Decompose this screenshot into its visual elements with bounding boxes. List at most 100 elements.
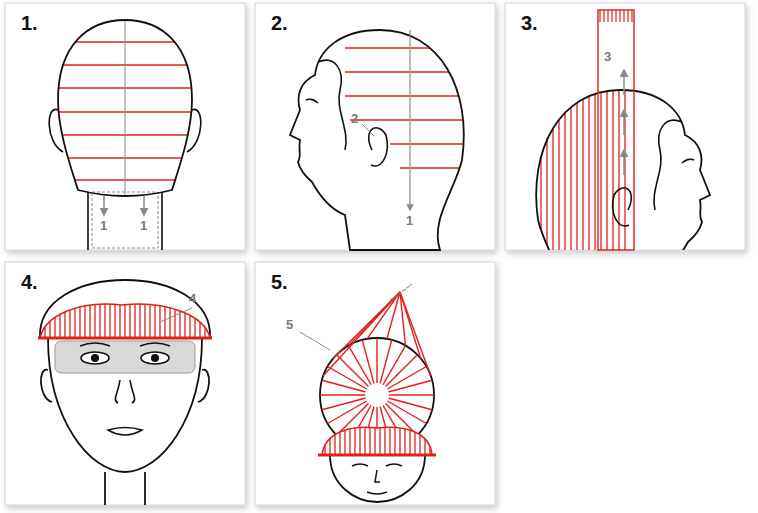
section-line (599, 10, 600, 22)
section-line (576, 80, 577, 250)
elevation-line (349, 292, 401, 346)
section-line (612, 80, 613, 250)
elevation-line (387, 292, 400, 339)
section-line (623, 10, 624, 22)
section-line (350, 119, 480, 121)
section-line (611, 10, 612, 22)
step-panel: 2. (255, 3, 495, 250)
elevation-line (323, 292, 400, 376)
section-line (606, 80, 607, 250)
section-line (600, 80, 601, 250)
section-line (404, 420, 405, 456)
section-line (114, 295, 115, 340)
section-line (619, 10, 620, 22)
step-panel: 5. (255, 262, 495, 505)
step-number: 2. (255, 3, 288, 33)
section-line (615, 10, 616, 22)
section-line (570, 80, 571, 250)
section-line (409, 420, 410, 456)
callout-number: 2 (351, 112, 358, 125)
section-line (184, 295, 185, 340)
section-line (354, 420, 355, 456)
section-line (627, 10, 628, 22)
section-line (49, 295, 50, 340)
section-line (399, 420, 400, 456)
section-line (400, 167, 480, 169)
section-line (134, 295, 135, 340)
section-line (79, 295, 80, 340)
section-line (419, 420, 420, 456)
section-line (344, 420, 345, 456)
section-line (89, 295, 90, 340)
section-line (594, 80, 595, 250)
section-line (139, 295, 140, 340)
section-line (582, 80, 583, 250)
section-line (74, 295, 75, 340)
section-line (364, 420, 365, 456)
section-line (64, 295, 65, 340)
section-line (394, 420, 395, 456)
section-line (179, 295, 180, 340)
section-line (204, 295, 205, 340)
section-line (588, 80, 589, 250)
step-panel: 1. (5, 3, 245, 250)
section-line (154, 295, 155, 340)
section-line (369, 420, 370, 456)
section-line (631, 10, 632, 22)
section-line (39, 295, 40, 340)
elevation-line (367, 292, 400, 339)
section-line (199, 295, 200, 340)
callout-number: 1 (140, 219, 147, 232)
section-line (324, 420, 325, 456)
section-line (624, 80, 625, 250)
section-line (174, 295, 175, 340)
section-line (558, 80, 559, 250)
callout-number: 1 (100, 219, 107, 232)
section-line (349, 420, 350, 456)
section-line (99, 295, 100, 340)
section-line (94, 295, 95, 340)
section-line (546, 80, 547, 250)
section-line (84, 295, 85, 340)
step-number: 5. (255, 262, 288, 292)
callout-number: 4 (189, 292, 196, 305)
section-line (603, 10, 604, 22)
elevation-line (333, 292, 400, 358)
section-line (384, 420, 385, 456)
section-line (528, 80, 529, 250)
section-line (522, 80, 523, 250)
callout-number: 5 (286, 318, 293, 331)
step-panel: 3. (505, 3, 745, 250)
section-line (359, 420, 360, 456)
section-line (607, 10, 608, 22)
step-number: 3. (505, 3, 538, 33)
section-line (109, 295, 110, 340)
section-line (540, 80, 541, 250)
section-line (374, 420, 375, 456)
section-line (345, 47, 480, 49)
callout-number: 1 (406, 214, 413, 227)
section-line (434, 420, 435, 456)
section-line (379, 420, 380, 456)
section-line (209, 295, 210, 340)
section-line (144, 295, 145, 340)
section-line (69, 295, 70, 340)
section-line (119, 295, 120, 340)
section-line (44, 295, 45, 340)
section-line (564, 80, 565, 250)
section-line (319, 420, 320, 456)
section-line (552, 80, 553, 250)
section-line (390, 143, 480, 145)
section-line (334, 420, 335, 456)
elevation-line (400, 292, 431, 376)
section-line (59, 295, 60, 340)
section-line (389, 420, 390, 456)
section-line (104, 295, 105, 340)
step-number: 1. (5, 3, 38, 33)
section-line (129, 295, 130, 340)
section-line (534, 80, 535, 250)
section-line (429, 420, 430, 456)
section-line (164, 295, 165, 340)
section-line (149, 295, 150, 340)
